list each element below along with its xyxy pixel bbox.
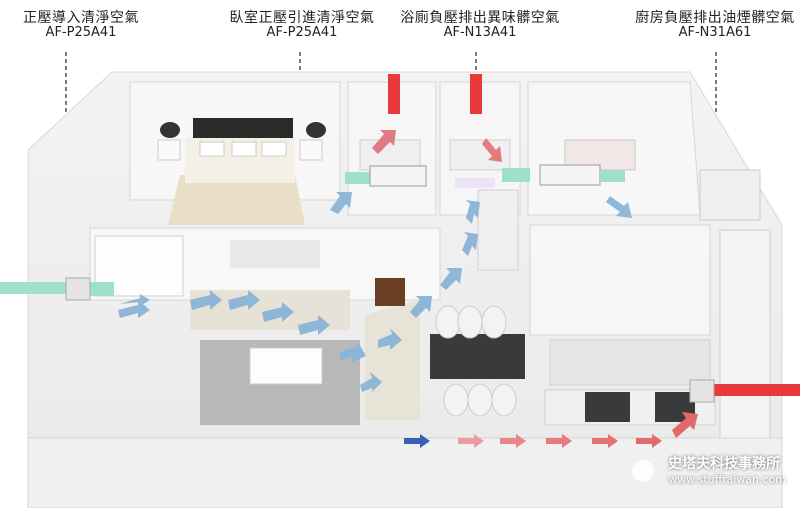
watermark-name: 史塔夫科技事務所	[668, 456, 781, 472]
label-bathroom: 浴廁負壓排出異味髒空氣 AF-N13A41	[400, 10, 560, 41]
label-bedroom-title: 臥室正壓引進清淨空氣	[229, 10, 375, 26]
label-bathroom-model: AF-N13A41	[443, 25, 517, 41]
kitchen	[529, 224, 771, 441]
watermark: 史塔夫科技事務所 www.stufftaiwan.com	[668, 453, 786, 486]
clean-air-arrows	[118, 192, 632, 392]
label-intake: 正壓導入清淨空氣 AF-P25A41	[6, 10, 156, 41]
label-kitchen: 廚房負壓排出油煙髒空氣 AF-N31A61	[630, 10, 800, 41]
ducts	[0, 74, 800, 403]
bedroom	[129, 81, 341, 225]
dirty-air-arrows	[372, 130, 698, 448]
label-kitchen-model: AF-N31A61	[678, 25, 752, 41]
label-bedroom: 臥室正壓引進清淨空氣 AF-P25A41	[222, 10, 382, 41]
label-intake-title: 正壓導入清淨空氣	[23, 10, 139, 26]
label-kitchen-title: 廚房負壓排出油煙髒空氣	[635, 10, 795, 26]
living-room	[89, 227, 441, 425]
front-wall	[27, 437, 783, 509]
watermark-url: www.stufftaiwan.com	[668, 473, 786, 486]
watermark-logo-icon	[632, 460, 654, 482]
label-bathroom-title: 浴廁負壓排出異味髒空氣	[400, 10, 560, 26]
label-bedroom-model: AF-P25A41	[266, 25, 338, 41]
label-intake-model: AF-P25A41	[45, 25, 117, 41]
dining-area	[430, 305, 525, 417]
